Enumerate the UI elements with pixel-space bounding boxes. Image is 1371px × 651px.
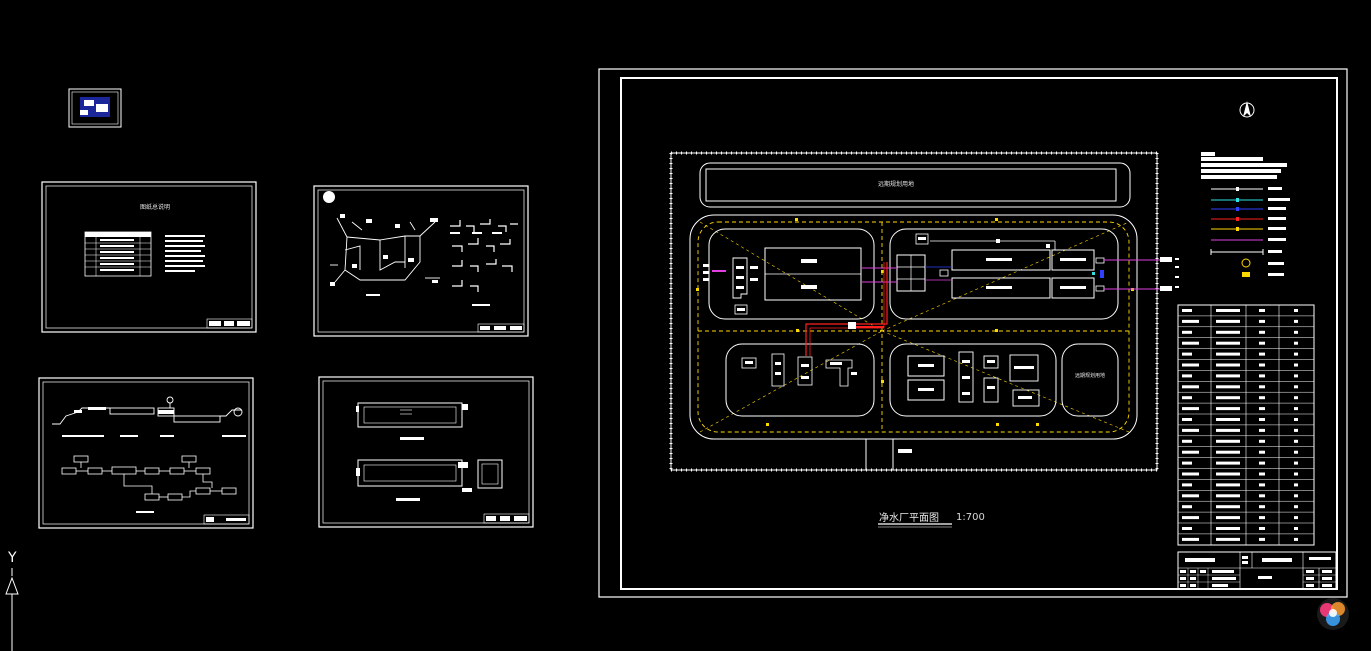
future-area-label: 远期规划用地 — [1075, 372, 1105, 379]
pipe-network — [330, 217, 440, 283]
sheet3-title-block — [203, 514, 250, 525]
sheet-general-notes[interactable]: 图纸总说明 — [41, 181, 257, 333]
sheet1-heading: 图纸总说明 — [140, 203, 170, 211]
sheet1-title-block — [206, 318, 253, 329]
sheet4-title-block — [483, 513, 530, 524]
site-boundary — [669, 151, 1159, 472]
future-land-label: 远期规划用地 — [878, 180, 914, 188]
ucs-icon: Y — [5, 550, 19, 651]
block-lower-middle — [889, 343, 1057, 417]
block-future-area: 远期规划用地 — [1061, 343, 1119, 417]
tank-plan-upper — [357, 402, 463, 428]
process-elevation — [52, 396, 243, 425]
plan-scale: 1:700 — [956, 512, 985, 523]
future-land-strip: 远期规划用地 — [699, 162, 1131, 208]
plan-title: 净水厂平面图 1:700 — [878, 511, 985, 528]
legend — [1201, 152, 1290, 277]
app-logo-icon[interactable] — [1317, 598, 1349, 630]
tank-plan-lower — [357, 459, 503, 489]
pipe-details — [450, 219, 518, 292]
sheet2-north-icon — [323, 191, 335, 203]
process-elevation-marks — [62, 407, 246, 437]
sheet-tank-plans[interactable] — [318, 376, 534, 528]
ucs-y-label: Y — [7, 550, 17, 566]
tank-plan-upper-marks — [356, 404, 468, 440]
block-upper-left — [703, 228, 875, 320]
structure-table — [1177, 304, 1315, 546]
main-title-block — [1177, 551, 1337, 590]
process-caption — [136, 511, 154, 513]
north-arrow-icon — [1239, 101, 1255, 118]
notes-table — [84, 231, 152, 277]
outlet-marks — [898, 257, 1179, 453]
sheet2-title-block — [477, 323, 525, 333]
sheet-process-flow[interactable] — [38, 377, 254, 529]
notes-text-block — [165, 235, 205, 272]
plant-piping — [805, 259, 1160, 356]
process-block-diagram — [61, 455, 237, 501]
sheet-pipe-isometric[interactable] — [313, 185, 529, 337]
road-network — [689, 214, 1138, 470]
tank-plan-lower-marks — [356, 462, 472, 501]
sheet-site-plan[interactable]: 远期规划用地 — [598, 68, 1348, 598]
plan-title-text: 净水厂平面图 — [879, 511, 939, 524]
pipe-fittings — [330, 214, 438, 296]
block-upper-right — [889, 228, 1119, 320]
thumbnail-sheet[interactable] — [68, 88, 122, 128]
block-lower-left — [725, 343, 875, 417]
pipe-detail-labels — [450, 232, 502, 306]
